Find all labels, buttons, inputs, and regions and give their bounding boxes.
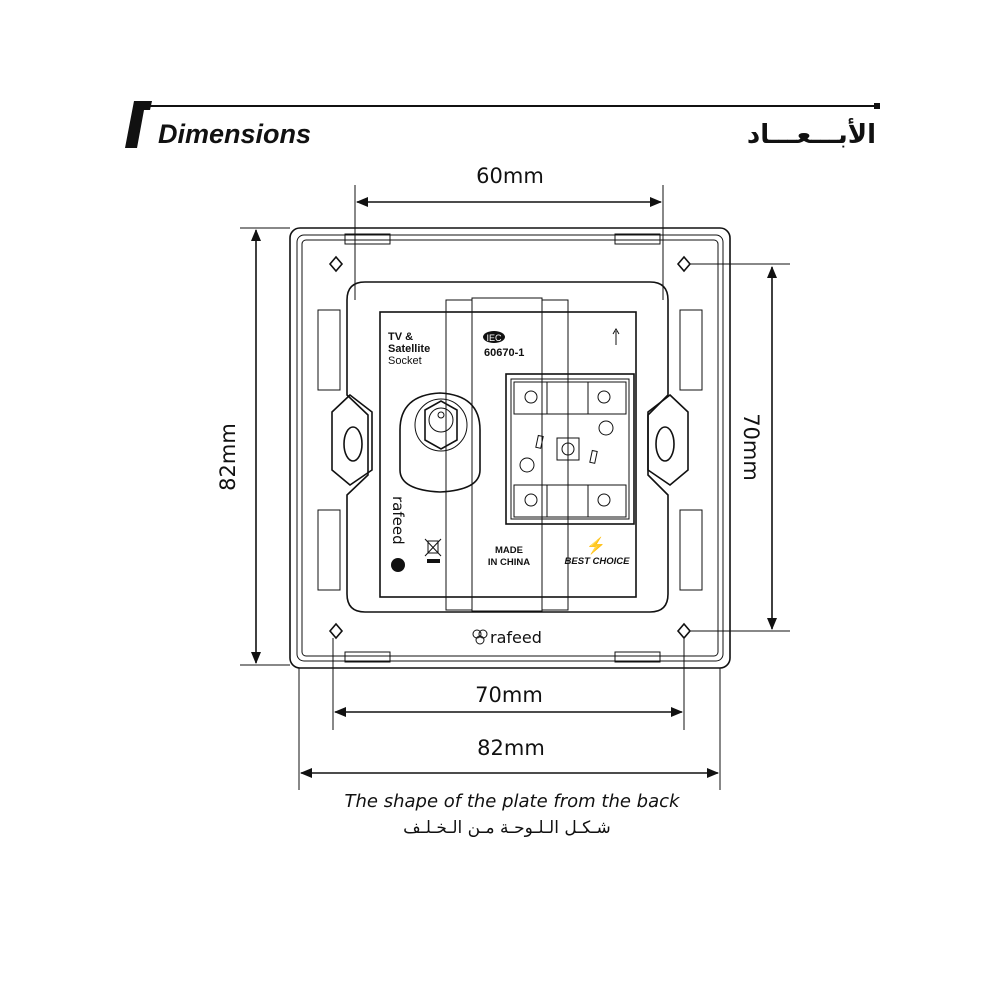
socket-type-line1: TV & bbox=[388, 331, 413, 343]
title-english: Dimensions bbox=[158, 119, 311, 149]
plate-brand-logo: rafeed bbox=[490, 628, 542, 647]
dim-left-height: 82mm bbox=[216, 423, 240, 491]
quality-logo-icon: ⚡ bbox=[586, 536, 606, 555]
brand-logo-icon bbox=[391, 558, 405, 572]
brand-vertical: rafeed bbox=[389, 496, 407, 545]
header: Dimensions الأبـــعـــاد bbox=[125, 101, 880, 150]
header-corner-icon bbox=[125, 101, 152, 148]
up-arrow-icon bbox=[612, 328, 620, 345]
iec-badge: IEC bbox=[486, 333, 502, 343]
dim-bottom-outer-width: 82mm bbox=[477, 736, 545, 760]
weee-bin-icon bbox=[424, 538, 442, 557]
dim-right-height: 70mm bbox=[739, 413, 763, 481]
dim-bottom-inner-width: 70mm bbox=[475, 683, 543, 707]
quality-label: BEST CHOICE bbox=[565, 556, 631, 567]
title-arabic: الأبـــعـــاد bbox=[747, 118, 876, 150]
made-in-line1: MADE bbox=[495, 545, 523, 556]
back-plate: rafeed bbox=[289, 227, 731, 669]
iec-standard: 60670-1 bbox=[484, 347, 524, 359]
socket-module: TV & Satellite Socket IEC 60670-1 bbox=[346, 281, 669, 613]
dim-top-width: 60mm bbox=[476, 164, 544, 188]
socket-type-line2: Satellite bbox=[388, 343, 430, 355]
dimension-lines: 60mm 82mm 70mm 70mm 82mm bbox=[216, 164, 790, 790]
caption-english: The shape of the plate from the back bbox=[345, 791, 682, 812]
coax-connector bbox=[399, 392, 481, 493]
terminal-block bbox=[505, 373, 635, 525]
caption-arabic: شـكـل الـلـوحـة مـن الـخـلـف bbox=[403, 818, 611, 838]
made-in-line2: IN CHINA bbox=[488, 557, 530, 568]
socket-type-line3: Socket bbox=[388, 355, 422, 367]
